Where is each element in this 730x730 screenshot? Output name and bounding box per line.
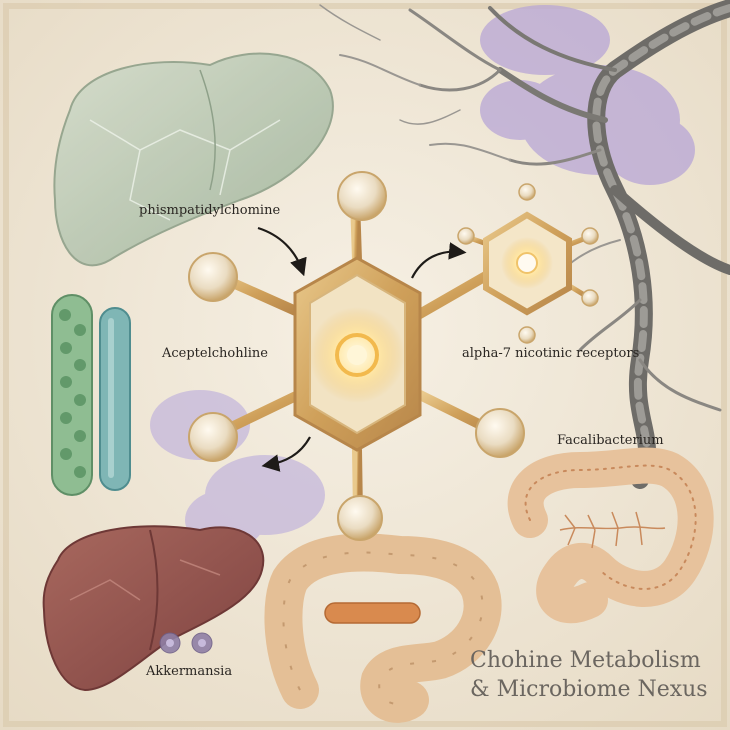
villi-branch <box>559 511 666 549</box>
liver-red <box>42 525 265 692</box>
arrow-to-gut <box>261 436 311 472</box>
large-intestine <box>264 533 502 723</box>
molecule-atoms <box>188 171 525 541</box>
small-intestine <box>507 447 714 624</box>
arrow-to-receptor <box>411 242 467 279</box>
orange-bacterium <box>324 602 421 624</box>
receptor-molecule <box>457 183 599 344</box>
paper-border <box>3 3 727 727</box>
liver-green <box>53 52 334 267</box>
akkermansia-bacteria <box>159 632 213 654</box>
label-neurotransmitter: Aceptelchohline <box>162 346 268 361</box>
bacterium-rod-teal <box>99 307 131 491</box>
title-line-2: & Microbiome Nexus <box>470 677 708 702</box>
diagram-title: Chohine Metabolism & Microbiome Nexus <box>470 646 708 704</box>
choline-molecule <box>210 195 510 520</box>
arrow-to-molecule <box>257 226 307 277</box>
label-receptor: alpha-7 nicotinic receptors <box>462 346 640 361</box>
title-line-1: Chohine Metabolism <box>470 648 701 673</box>
label-bacterium-2: Akkermansia <box>146 664 233 679</box>
bacteria-cluster-green <box>51 294 93 496</box>
nerve-tree <box>319 0 730 489</box>
label-bacterium-1: Facalibacterium <box>557 433 664 448</box>
label-phospholipid: phismpatidylchomine <box>139 203 281 218</box>
